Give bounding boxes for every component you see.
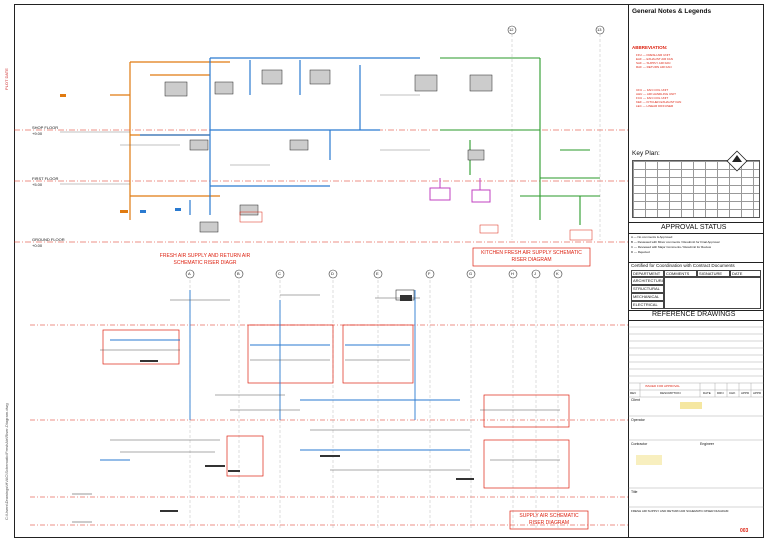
contractor-logo [636, 455, 662, 465]
rev-header: APPD [753, 391, 762, 395]
kitchen-caption-box [472, 247, 591, 267]
revision-description: ISSUED FOR APPROVAL [645, 384, 680, 388]
abbr-item: SAF — SUPPLY AIR FAN [636, 61, 671, 65]
abbr-item: AHU — AIR HANDLING UNIT [636, 92, 677, 96]
floor-level-shop: +9.00 [32, 131, 43, 136]
supply-caption-box [509, 510, 589, 530]
floor-label-shop: SHOP FLOOR [32, 125, 59, 130]
reference-drawings: REFERENCE DRAWINGS [652, 311, 736, 318]
rev-header: DATE [703, 391, 711, 395]
approval-row: B — Reviewed with Minor comments / Resub… [631, 240, 720, 244]
grid-bubble-d: D [331, 271, 334, 276]
grid-bubble-12: 12 [509, 27, 514, 32]
cert-header: DEPARTMENT [631, 270, 664, 277]
cert-grid [664, 277, 761, 309]
approval-row: A — No comments & Approved [631, 235, 673, 239]
cert-header: COMMENTS [664, 270, 697, 277]
approval-row: C — Reviewed with Major Comments / Resub… [631, 245, 712, 249]
floor-label-first: FIRST FLOOR [32, 176, 59, 181]
department: ELECTRICAL [631, 301, 664, 309]
grid-bubble-c: C [278, 271, 281, 276]
grid-bubble-g: G [469, 271, 473, 276]
grid-bubble-13: 13 [597, 27, 602, 32]
floor-label-ground: GROUND FLOOR [32, 237, 65, 242]
abbr-item: RAF — RETURN AIR FAN [636, 65, 672, 69]
department: STRUCTURAL [631, 285, 664, 293]
grid-bubble-h: H [511, 271, 514, 276]
abbr-item: FFU — FRESH AIR UNIT [636, 53, 671, 57]
certified-label: Certified for Coordination with Contract… [631, 263, 735, 268]
approval-row: D — Rejected [631, 250, 650, 254]
operator-label: Operator [631, 418, 645, 422]
abbreviation-label: ABBREVIATION: [632, 45, 668, 50]
abbr-item: KEF — KITCHEN EXHAUST FAN [636, 100, 682, 104]
rev-header: DRN [717, 391, 724, 395]
grid-bubble-k: K [556, 271, 559, 276]
riser-diagram [14, 25, 628, 530]
rev-header: DESCRIPTION [660, 391, 681, 395]
notes-title: General Notes & Legends [632, 8, 712, 15]
cert-header: SIGNATURE [697, 270, 730, 277]
grid-bubble-e: E [376, 271, 379, 276]
abbr-item: FCU — FAN COIL UNIT [636, 96, 669, 100]
rev-header: CHK [729, 391, 736, 395]
grid-bubble-f: F [428, 271, 431, 276]
sheet-number: 003 [740, 528, 749, 534]
grid-bubble-b: B [237, 271, 240, 276]
footer-title: FRESH AIR SUPPLY AND RETURN AIR SCHEMATI… [631, 509, 729, 513]
key-plan [632, 160, 760, 218]
grid-bubble-a: A [188, 271, 191, 276]
engineer-label: Engineer [700, 442, 715, 446]
drawing-frame [14, 4, 764, 538]
client-label: Client [631, 398, 640, 402]
client-logo [680, 402, 702, 409]
abbr-item: EAF — EXHAUST AIR FAN [636, 57, 673, 61]
supply-caption: SUPPLY AIR SCHEMATIC RISER DIAGRAM [519, 513, 579, 526]
floor-level-ground: +0.00 [32, 243, 43, 248]
rev-header: APPD [741, 391, 750, 395]
title-block [628, 4, 764, 538]
fresh-air-caption: FRESH AIR SUPPLY AND RETURN AIR SCHEMATI… [159, 253, 251, 266]
floor-level-first: +5.00 [32, 182, 43, 187]
rev-header: REV [630, 391, 637, 395]
department: ARCHITECTURAL [631, 277, 664, 285]
department: MECHANICAL [631, 293, 664, 301]
key-plan-label: Key Plan: [632, 150, 660, 157]
title-label: Title [631, 490, 638, 494]
abbr-item: CFU — FAN COIL UNIT [636, 88, 669, 92]
kitchen-caption: KITCHEN FRESH AIR SUPPLY SCHEMATIC RISER… [481, 250, 582, 263]
cert-header: DATE [730, 270, 761, 277]
approval-status: APPROVAL STATUS [661, 224, 727, 231]
contractor-label: Contractor [631, 442, 648, 446]
grid-bubble-j: J [534, 271, 536, 276]
abbr-item: LEC — LINEAR DIFFUSER [636, 104, 674, 108]
